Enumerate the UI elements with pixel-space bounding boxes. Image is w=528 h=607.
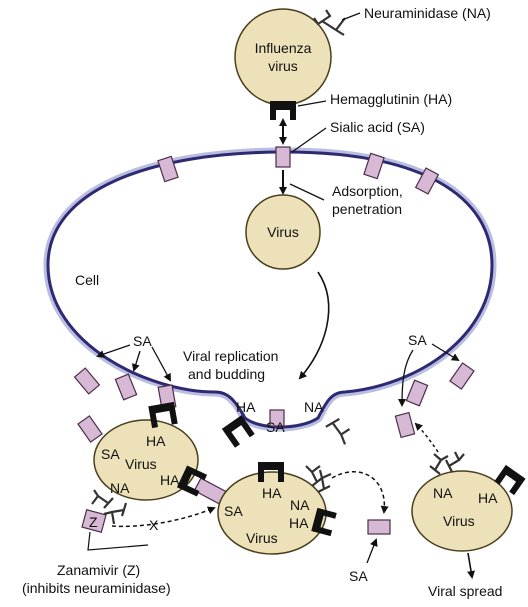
virus-left-na: NA (110, 480, 130, 496)
sialic-acid-receptor (363, 152, 385, 180)
sialic-acid-receptor (73, 367, 101, 395)
bud-na-label: NA (304, 399, 324, 415)
sa-arrow (431, 343, 460, 362)
viral-spread-label: Viral spread (428, 583, 502, 599)
sialic-acid-receptor (275, 146, 291, 168)
hemagglutinin-icon (148, 401, 178, 429)
sa-arrow (131, 350, 141, 372)
adsorption-label-line2: penetration (332, 201, 402, 217)
replication-label-line1: Viral replication (183, 348, 278, 364)
neuraminidase-label: Neuraminidase (NA) (364, 5, 491, 21)
hemagglutinin-icon (494, 464, 526, 496)
hemagglutinin-leader (297, 100, 327, 107)
sa-label-left: SA (133, 333, 152, 349)
virus-right-ha: HA (478, 490, 498, 506)
virus-right: NA HA Virus (411, 451, 526, 552)
virus-middle-na: NA (290, 497, 310, 513)
viral-spread-arrow (467, 552, 475, 579)
sa-bottom-label: SA (349, 568, 368, 584)
blocked-x-mark: X (149, 517, 159, 533)
hemagglutinin-icon (176, 465, 208, 497)
bud-sa-label: SA (266, 419, 285, 435)
zanamivir-z-label: Z (89, 514, 98, 530)
neuraminidase-icon (429, 453, 449, 475)
sialic-acid-detached (394, 411, 416, 439)
neuraminidase-icon (317, 469, 332, 493)
sialic-acid-receptors (73, 146, 475, 535)
virus-left-body (93, 419, 199, 501)
virus-left-ha-right: HA (160, 472, 180, 488)
virus-middle-ha-top: HA (262, 485, 282, 501)
sa-arrow (151, 346, 171, 382)
virus-middle: HA SA NA HA Virus (217, 462, 337, 555)
influenza-virus-label-line1: Influenza (255, 40, 312, 56)
virus-right-na: NA (433, 485, 453, 501)
sialic-acid-on-virus (77, 415, 103, 443)
hemagglutinin-icon (221, 415, 255, 448)
adsorption-leader (289, 183, 325, 201)
replication-arrow (298, 271, 330, 380)
hemagglutinin-icon (270, 101, 296, 120)
sialic-acid-receptor (157, 155, 179, 183)
sa-bottom-arrow (366, 538, 378, 564)
blocked-release-arrow (111, 506, 216, 528)
virus-left-inhibited: SA HA Virus HA NA Z (81, 401, 208, 534)
sialic-acid-receptor (449, 362, 475, 390)
virus-left-sa: SA (101, 446, 120, 462)
sialic-acid-leader (291, 127, 327, 153)
neuraminidase-icon (103, 502, 128, 525)
virus-middle-ha-right: HA (289, 515, 309, 531)
sialic-acid-receptor (269, 409, 285, 427)
replication-label-line2: and budding (188, 366, 265, 382)
virus-inside-label: Virus (267, 224, 299, 240)
hemagglutinin-icon (258, 462, 284, 482)
sa-release-arrow (331, 471, 389, 514)
virus-middle-label: Virus (246, 530, 278, 546)
neuraminidase-icon (305, 465, 323, 487)
zanamivir-molecule (81, 508, 107, 534)
zanamivir-label-line2: (inhibits neuraminidase) (22, 580, 171, 596)
sialic-acid-detached (367, 519, 391, 535)
neuraminidase-icon (313, 9, 346, 36)
virus-middle-sa: SA (224, 503, 243, 519)
neuraminidase-icon (325, 417, 351, 445)
virus-right-label: Virus (443, 513, 475, 529)
sialic-acid-receptor (405, 379, 429, 407)
influenza-virus-top: Influenza virus (234, 8, 346, 120)
sa-arrow (398, 349, 414, 407)
sialic-acid-label: Sialic acid (SA) (330, 119, 425, 135)
neuraminidase-leader (341, 12, 361, 21)
sa-label-right: SA (408, 332, 427, 348)
sa-arrow (96, 344, 131, 358)
neuraminidase-icon (445, 451, 465, 473)
virus-left-label: Virus (125, 456, 157, 472)
zanamivir-leader (87, 531, 149, 551)
sialic-acid-receptor (114, 373, 138, 401)
virus-right-body (411, 470, 513, 552)
zanamivir-label-line1: Zanamivir (Z) (57, 562, 140, 578)
virus-inside-cell (245, 194, 321, 270)
hemagglutinin-icon (311, 507, 337, 537)
bud-ha-label: HA (236, 399, 256, 415)
adsorption-label-line1: Adsorption, (332, 183, 403, 199)
neuraminidase-icon (91, 489, 114, 509)
cell-label: Cell (75, 272, 99, 288)
sialic-acid-receptor (414, 167, 440, 195)
influenza-virus-label-line2: virus (268, 58, 298, 74)
na-cleave-arrow (414, 422, 439, 453)
hemagglutinin-label: Hemagglutinin (HA) (330, 91, 452, 107)
virus-left-ha-top: HA (146, 433, 166, 449)
